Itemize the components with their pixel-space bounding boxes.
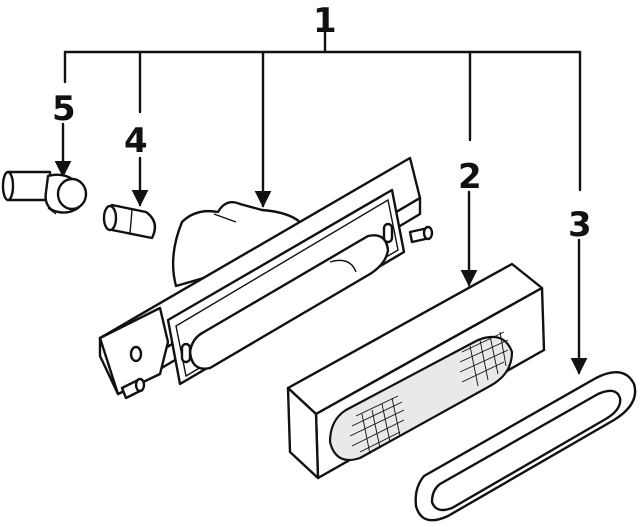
- leader-lines: [54, 28, 588, 375]
- lens-grid-left: [349, 395, 405, 455]
- gasket-part-3: [414, 371, 637, 522]
- callout-1: 1: [313, 1, 337, 41]
- lens-part-2: [286, 262, 546, 480]
- callout-2: 2: [458, 157, 482, 197]
- socket-part-5: [1, 170, 88, 215]
- callout-3: 3: [568, 205, 592, 245]
- callout-4: 4: [124, 121, 148, 161]
- lamp-housing-part-1: [98, 156, 434, 400]
- callout-5: 5: [52, 89, 76, 129]
- bulb-part-4: [102, 203, 157, 240]
- lens-grid-right: [459, 331, 509, 387]
